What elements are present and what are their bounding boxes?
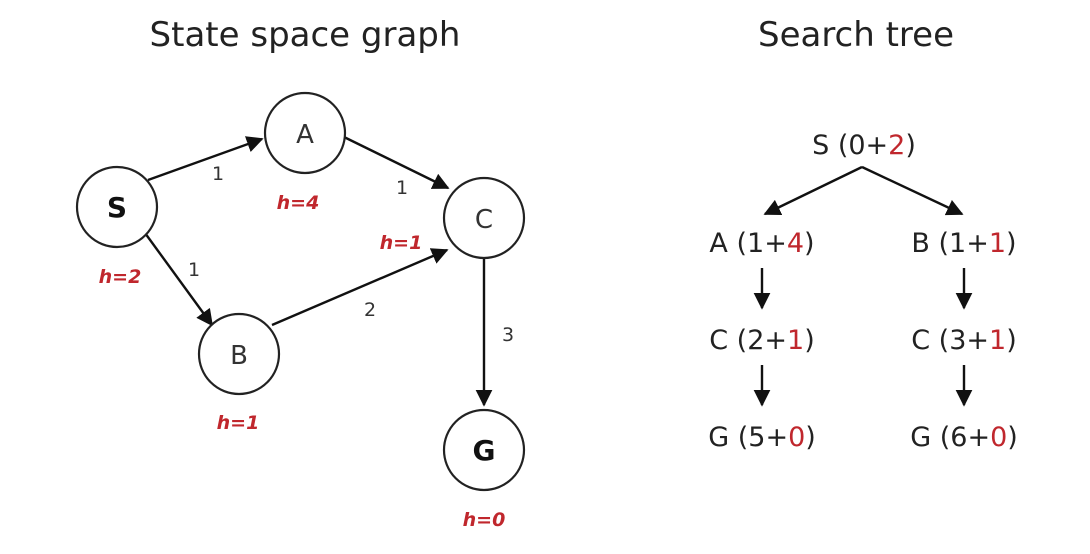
edge-weight-s-a: 1 bbox=[212, 163, 224, 185]
paren-close: ) bbox=[1007, 422, 1018, 453]
plus-sign: + bbox=[966, 325, 989, 356]
node-circle bbox=[197, 312, 281, 396]
tree-title: Search tree bbox=[758, 15, 954, 55]
plus-sign: + bbox=[966, 228, 989, 259]
heuristic-h: 4 bbox=[787, 228, 804, 259]
heuristic-h: 1 bbox=[989, 228, 1006, 259]
tree-node-root: S (0+2) bbox=[812, 130, 916, 161]
heuristic-h: 1 bbox=[787, 325, 804, 356]
node-label: G bbox=[473, 434, 496, 467]
edge-b-c bbox=[271, 248, 449, 327]
paren-close: ) bbox=[1006, 325, 1017, 356]
state-space-graph: 1 1 1 2 3 S h=2 A h=4 B h=1 C h=1 bbox=[75, 91, 526, 531]
node-name: G bbox=[708, 422, 729, 453]
heuristic-label: h=0 bbox=[463, 509, 506, 531]
plus-sign: + bbox=[765, 422, 788, 453]
edge-s-a bbox=[147, 136, 264, 182]
node-circle bbox=[442, 176, 526, 260]
paren-close: ) bbox=[805, 422, 816, 453]
tree-node-b: B (1+1) bbox=[911, 228, 1016, 259]
tree-node-a-c-g: G (5+0) bbox=[708, 422, 816, 453]
node-name: B bbox=[911, 228, 930, 259]
cost-g: 6 bbox=[950, 422, 967, 453]
node-name: C bbox=[709, 325, 728, 356]
heuristic-h: 2 bbox=[888, 130, 905, 161]
graph-node-s: S h=2 bbox=[75, 165, 159, 288]
node-circle bbox=[263, 91, 347, 175]
edge-a-c bbox=[343, 135, 450, 190]
search-tree: S (0+2) A (1+4) B (1+1) C (2+1) C (3+1) … bbox=[708, 130, 1018, 453]
graph-node-a: A h=4 bbox=[263, 91, 347, 214]
cost-g: 1 bbox=[949, 228, 966, 259]
tree-edge-root-b bbox=[861, 165, 964, 216]
edge-weight-a-c: 1 bbox=[396, 177, 408, 199]
graph-node-c: C h=1 bbox=[380, 176, 526, 260]
paren-open: ( bbox=[930, 228, 949, 259]
graph-node-g: G h=0 bbox=[442, 408, 526, 531]
heuristic-label: h=4 bbox=[277, 192, 320, 214]
heuristic-h: 0 bbox=[788, 422, 805, 453]
heuristic-h: 0 bbox=[990, 422, 1007, 453]
tree-node-b-c-g: G (6+0) bbox=[910, 422, 1018, 453]
plus-sign: + bbox=[764, 325, 787, 356]
edge-weight-s-b: 1 bbox=[188, 259, 200, 281]
cost-g: 3 bbox=[949, 325, 966, 356]
node-circle bbox=[75, 165, 159, 249]
node-label: B bbox=[230, 341, 248, 371]
graph-node-b: B h=1 bbox=[197, 312, 281, 434]
heuristic-label: h=2 bbox=[99, 266, 142, 288]
tree-node-b-c: C (3+1) bbox=[911, 325, 1017, 356]
node-label: S bbox=[107, 191, 127, 224]
paren-open: ( bbox=[729, 422, 748, 453]
paren-open: ( bbox=[829, 130, 848, 161]
paren-close: ) bbox=[1006, 228, 1017, 259]
edge-weight-c-g: 3 bbox=[502, 324, 514, 346]
node-name: A bbox=[709, 228, 728, 259]
cost-g: 0 bbox=[848, 130, 865, 161]
plus-sign: + bbox=[967, 422, 990, 453]
paren-open: ( bbox=[931, 422, 950, 453]
tree-node-a: A (1+4) bbox=[709, 228, 814, 259]
heuristic-label: h=1 bbox=[217, 412, 260, 434]
paren-close: ) bbox=[905, 130, 916, 161]
paren-open: ( bbox=[728, 325, 747, 356]
edge-weight-b-c: 2 bbox=[364, 299, 376, 321]
tree-edge-root-a bbox=[763, 165, 863, 216]
graph-title: State space graph bbox=[150, 15, 461, 55]
plus-sign: + bbox=[764, 228, 787, 259]
node-circle bbox=[442, 408, 526, 492]
heuristic-label: h=1 bbox=[380, 232, 423, 254]
paren-close: ) bbox=[804, 228, 815, 259]
cost-g: 5 bbox=[748, 422, 765, 453]
node-label: C bbox=[475, 205, 493, 235]
node-name: C bbox=[911, 325, 930, 356]
cost-g: 2 bbox=[747, 325, 764, 356]
plus-sign: + bbox=[866, 130, 889, 161]
paren-close: ) bbox=[804, 325, 815, 356]
node-name: S bbox=[812, 130, 829, 161]
paren-open: ( bbox=[930, 325, 949, 356]
paren-open: ( bbox=[728, 228, 747, 259]
cost-g: 1 bbox=[747, 228, 764, 259]
edge-s-b bbox=[144, 232, 213, 327]
tree-node-a-c: C (2+1) bbox=[709, 325, 815, 356]
heuristic-h: 1 bbox=[989, 325, 1006, 356]
node-label: A bbox=[296, 120, 314, 150]
node-name: G bbox=[910, 422, 931, 453]
